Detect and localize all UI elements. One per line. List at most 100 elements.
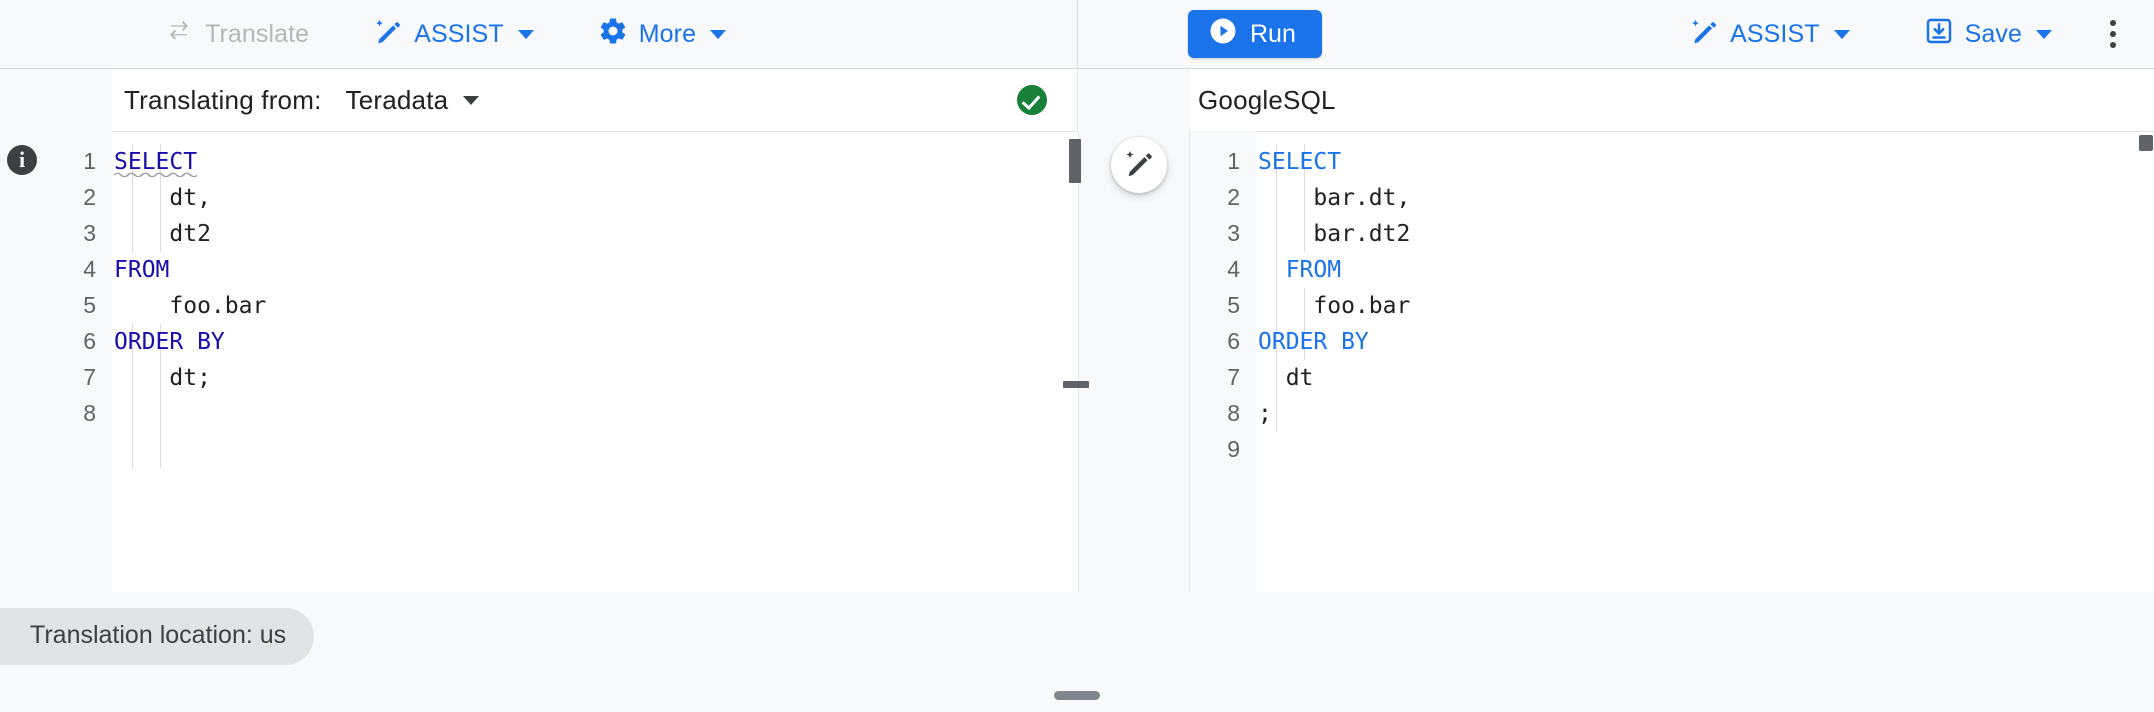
source-dialect-value: Teradata (345, 84, 449, 115)
line-number: 2 (83, 184, 96, 210)
green-check-icon (1017, 85, 1047, 115)
save-label: Save (1964, 19, 2022, 48)
toolbar-right-group: Run ASSIST (1078, 0, 2154, 68)
save-button[interactable]: Save (1910, 12, 2066, 56)
code-line[interactable]: foo.bar (114, 293, 267, 319)
code-line[interactable]: dt2 (114, 221, 211, 247)
line-number: 4 (1227, 256, 1240, 282)
more-button[interactable]: More (584, 12, 740, 56)
code-line[interactable]: SELECT (1256, 144, 2154, 180)
assist-right-label: ASSIST (1730, 19, 1820, 48)
source-dialect-dropdown[interactable]: Teradata (340, 81, 486, 120)
magic-pencil-icon (1689, 16, 1719, 53)
sql-keyword: ORDER BY (1258, 329, 1369, 355)
code-line[interactable]: dt, (114, 185, 211, 211)
code-line[interactable]: ORDER BY (112, 324, 1078, 360)
chevron-down-icon (463, 95, 480, 105)
line-number: 9 (1227, 436, 1240, 462)
assist-fab-button[interactable] (1111, 137, 1167, 193)
pane-splitter[interactable] (1063, 131, 1190, 592)
run-label: Run (1250, 19, 1296, 48)
code-line[interactable]: ; (1258, 401, 1272, 427)
code-line[interactable]: ORDER BY (1256, 324, 2154, 360)
line-number: 3 (1227, 220, 1240, 246)
sql-keyword: SELECT (1258, 149, 1342, 175)
line-number: 5 (83, 292, 96, 318)
indent-guide (160, 144, 161, 252)
swap-horizontal-icon (164, 16, 194, 53)
source-line-number-gutter: 1 2 3 4 5 6 7 8 (46, 131, 112, 592)
code-line[interactable]: FROM (1256, 252, 2154, 288)
chevron-down-icon (710, 29, 727, 39)
resize-handle[interactable] (1054, 691, 1100, 700)
sql-keyword: FROM (114, 257, 170, 283)
code-line[interactable]: bar.dt2 (1258, 221, 1411, 247)
subheader-splitter (1078, 69, 1190, 131)
translation-location-chip: Translation location: us (0, 608, 315, 665)
info-icon[interactable]: i (7, 145, 37, 175)
indent-guide (132, 324, 133, 396)
line-number: 1 (1227, 148, 1240, 174)
line-number: 3 (83, 220, 96, 246)
code-line[interactable] (1256, 432, 2154, 468)
line-number: 6 (1227, 328, 1240, 354)
main-toolbar: Translate ASSIST (0, 0, 2154, 69)
sql-keyword: SELECT (114, 149, 198, 175)
code-line[interactable] (112, 396, 1078, 432)
line-number: 6 (83, 328, 96, 354)
sql-keyword: ORDER BY (114, 329, 225, 355)
kebab-dot (2110, 42, 2116, 48)
save-download-icon (1924, 16, 1954, 53)
sql-keyword: FROM (1258, 257, 1342, 283)
play-circle-icon (1208, 16, 1238, 53)
chevron-down-icon (2036, 29, 2052, 39)
warning-squiggle (114, 171, 198, 177)
run-button[interactable]: Run (1188, 10, 1322, 58)
line-number: 8 (83, 400, 96, 426)
chevron-down-icon (1833, 29, 1850, 39)
indent-guide (1276, 360, 1277, 432)
kebab-menu-icon[interactable] (2090, 11, 2136, 57)
indent-guide (160, 396, 161, 468)
assist-right-button[interactable]: ASSIST (1675, 12, 1864, 56)
code-line[interactable]: FROM (112, 252, 1078, 288)
code-line[interactable]: dt; (114, 365, 211, 391)
line-number: 2 (1227, 184, 1240, 210)
line-number: 1 (83, 148, 96, 174)
translate-label: Translate (205, 19, 310, 48)
source-scroll-marker (1063, 381, 1089, 388)
assist-left-label: ASSIST (414, 19, 504, 48)
target-scrollbar-thumb[interactable] (2139, 135, 2153, 151)
line-number: 7 (1227, 364, 1240, 390)
indent-guide (1276, 144, 1277, 360)
magic-pencil-icon (1123, 147, 1155, 184)
dialect-header-row: Translating from: Teradata GoogleSQL (0, 69, 2154, 131)
indent-guide (132, 396, 133, 468)
code-line[interactable]: bar.dt, (1258, 185, 1411, 211)
indent-guide (1304, 288, 1305, 360)
chevron-down-icon (517, 29, 534, 39)
code-line[interactable]: dt (1258, 365, 1314, 391)
code-line[interactable]: SELECT (112, 144, 1078, 180)
target-scrollbar[interactable] (2138, 131, 2154, 592)
source-scrollbar-thumb[interactable] (1069, 139, 1081, 183)
target-dialect-value: GoogleSQL (1198, 84, 1336, 115)
indent-guide (1304, 144, 1305, 252)
indent-guide (160, 324, 161, 396)
footer-bar: Translation location: us (0, 592, 2154, 712)
source-marker-gutter: i (0, 131, 46, 592)
line-number: 7 (83, 364, 96, 390)
translating-from-label: Translating from: (124, 84, 322, 115)
translate-button[interactable]: Translate (150, 12, 323, 56)
code-line[interactable]: foo.bar (1258, 293, 1411, 319)
line-number: 4 (83, 256, 96, 282)
kebab-dot (2110, 20, 2116, 26)
assist-left-button[interactable]: ASSIST (359, 12, 548, 56)
